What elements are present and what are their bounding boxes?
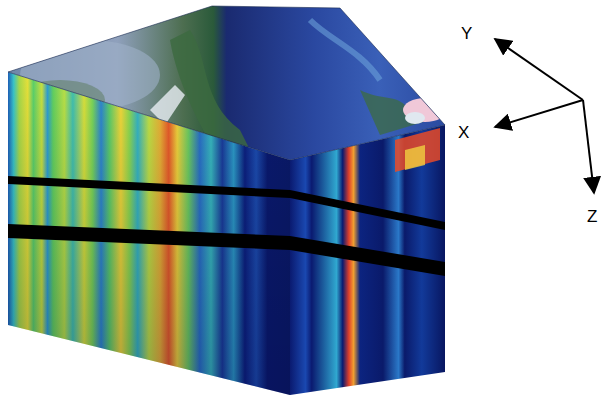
axis-label: Z <box>587 208 597 225</box>
axis-arrows <box>495 39 594 193</box>
axis-label: X <box>458 124 469 141</box>
axis-label: Y <box>461 25 472 42</box>
